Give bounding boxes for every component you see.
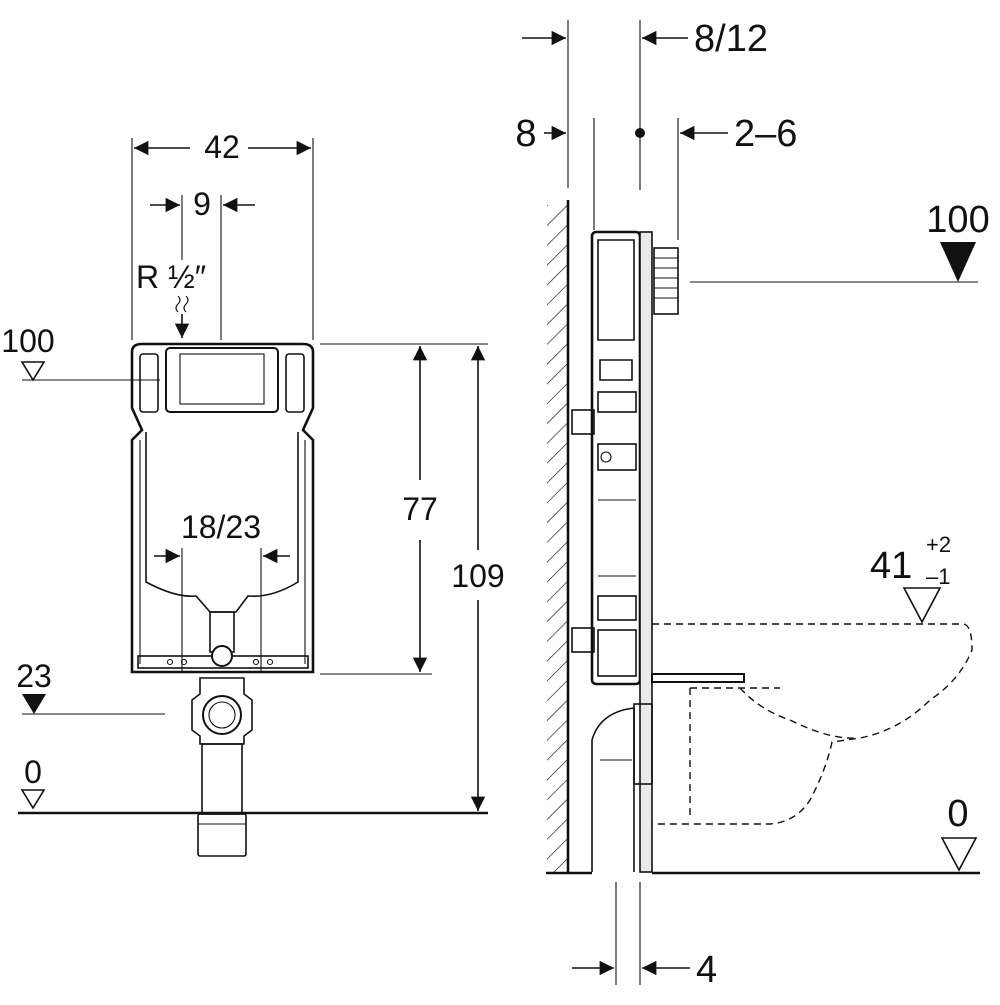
seat-tol-plus-label: +2 (926, 532, 951, 557)
dim-bottom: 4 (572, 882, 717, 991)
level-top-ref-front-label: 100 (1, 323, 54, 359)
cistern-frame (130, 342, 315, 674)
support-rod (651, 673, 745, 683)
front-view: 42 9 R ½″ 100 (1, 129, 505, 857)
seat-height: 41 +2 –1 (870, 532, 951, 624)
dim-drain-spacing-label: 18/23 (181, 509, 261, 545)
level-top-ref-side-label: 100 (926, 199, 989, 241)
dim-heights: 77 109 (320, 343, 505, 811)
level-top-ref-side: 100 (690, 199, 990, 283)
dim-height-frame-label: 77 (402, 491, 438, 527)
side-view: 8/12 8 2–6 (515, 18, 989, 991)
axis-dot-icon (635, 128, 645, 138)
level-floor-side-label: 0 (947, 793, 968, 835)
level-drain-label: 23 (16, 658, 52, 694)
level-drain: 23 (16, 658, 165, 715)
dim-bottom-label: 4 (696, 949, 717, 991)
wall-section (547, 200, 570, 873)
level-top-ref-front: 100 (1, 323, 160, 382)
level-floor-front-label: 0 (24, 754, 42, 790)
inlet-thread-label: R ½″ (136, 259, 206, 295)
toilet-outline (652, 623, 973, 825)
dim-inlet-width-label: 9 (193, 186, 211, 222)
drain-pipe (191, 611, 253, 857)
dim-depth-top-label: 8/12 (694, 18, 768, 60)
water-flow-icon (175, 295, 189, 313)
dim-depth-top: 8/12 (522, 18, 768, 190)
installation-module (571, 230, 679, 873)
dim-height-total-label: 109 (451, 558, 504, 594)
dim-wall-gap-label: 8 (515, 113, 536, 155)
bolt-holes (166, 658, 274, 666)
dim-drain-spacing: 18/23 (154, 509, 290, 672)
dim-inlet-width: 9 (150, 186, 255, 340)
seat-tol-minus-label: –1 (926, 564, 950, 589)
dim-wall-gap: 8 2–6 (515, 113, 797, 240)
dim-width-total-label: 42 (204, 129, 240, 165)
level-floor-front: 0 (18, 754, 488, 815)
dim-panel-depth-label: 2–6 (734, 113, 797, 155)
dim-width-total: 42 (131, 129, 314, 340)
level-floor-side: 0 (546, 793, 980, 875)
bottom-outlet (591, 703, 653, 872)
seat-height-label: 41 (870, 545, 912, 587)
water-inlet: R ½″ (136, 259, 206, 338)
